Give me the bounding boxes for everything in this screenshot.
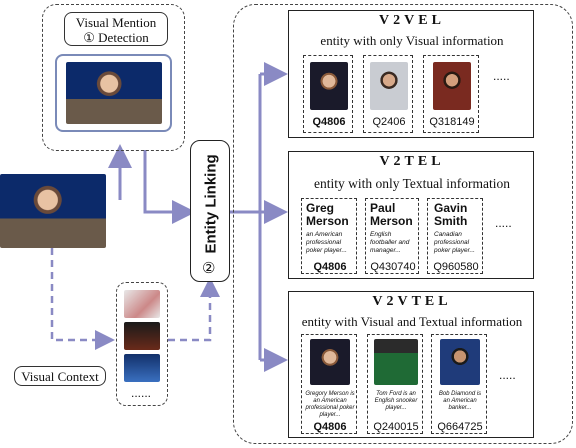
panel-v2vtel-subtitle: entity with Visual and Textual informati…: [301, 314, 523, 329]
v2vtel-card-3-image: [440, 339, 480, 385]
v2vel-card-3-id: Q318149: [429, 116, 475, 128]
v2tel-card-2-name: Paul Merson: [370, 201, 413, 228]
v2vel-card-2: Q2406: [363, 55, 413, 133]
panel-v2tel-subtitle: entity with only Textual information: [313, 176, 511, 191]
arrow-mention-to-linking: [143, 150, 196, 224]
v2vtel-dots: .....: [499, 368, 516, 382]
panel-v2vel-subtitle: entity with only Visual information: [320, 33, 504, 48]
visual-mention-line2: ① Detection: [83, 30, 149, 45]
mention-crop-image: [66, 62, 162, 124]
v2tel-dots: .....: [495, 216, 512, 230]
v2vel-card-1: Q4806: [303, 55, 353, 133]
v2vel-card-3-image: [433, 62, 471, 110]
candidates-frame: [233, 4, 573, 444]
v2vtel-card-3-id: Q664725: [437, 421, 483, 433]
v2tel-card-2-desc: English footballer and manager...: [370, 231, 410, 254]
v2vtel-card-3-desc: Bob Diamond is an American banker...: [438, 391, 482, 411]
v2vtel-card-1-id: Q4806: [313, 421, 347, 433]
visual-context-label: Visual Context: [14, 366, 106, 386]
input-image: [0, 174, 106, 248]
v2tel-card-3-id: Q960580: [433, 261, 479, 273]
context-dots: ......: [131, 386, 152, 400]
dashed-context-to-linking: [168, 277, 220, 342]
v2tel-card-3-desc: Canadian professional poker player...: [434, 231, 475, 254]
v2tel-card-1-desc: an American professional poker player...: [306, 231, 347, 254]
v2tel-card-1-id: Q4806: [313, 261, 347, 273]
visual-mention-frame: [42, 4, 185, 151]
entity-linking-step: ②: [202, 261, 216, 277]
visual-mention-label: Visual Mention ① Detection: [64, 12, 168, 46]
v2tel-card-2: Paul Merson English footballer and manag…: [365, 198, 419, 274]
v2vtel-card-2-image: [374, 339, 418, 385]
v2vtel-card-1-image: [310, 339, 350, 385]
visual-context-frame: [116, 282, 168, 406]
context-image-1: [124, 290, 160, 318]
v2vel-card-2-id: Q2406: [372, 116, 406, 128]
v2vtel-card-2-id: Q240015: [373, 421, 419, 433]
panel-v2vel-title: V2VEL: [379, 13, 445, 28]
entity-linking-box: Entity Linking ②: [190, 140, 230, 282]
v2vel-card-3: Q318149: [423, 55, 479, 133]
entity-linking-label: Entity Linking: [202, 154, 220, 254]
v2vtel-card-3: Bob Diamond is an American banker... Q66…: [431, 334, 487, 434]
panel-v2vel: V2VEL entity with only Visual informatio…: [288, 10, 534, 138]
panel-v2tel: V2TEL entity with only Textual informati…: [288, 151, 534, 279]
v2tel-card-3-name: Gavin Smith: [434, 201, 468, 228]
v2vtel-card-2: Tom Ford is an English snooker player...…: [367, 334, 423, 434]
panel-v2vtel: V2VTEL entity with Visual and Textual in…: [288, 291, 534, 438]
v2tel-card-1: Greg Merson an American professional pok…: [301, 198, 357, 274]
v2vel-card-2-image: [370, 62, 408, 110]
v2vel-dots: .....: [493, 69, 510, 83]
v2vtel-card-2-desc: Tom Ford is an English snooker player...: [374, 391, 418, 411]
v2tel-card-2-id: Q430740: [370, 261, 416, 273]
dashed-image-to-context: [50, 248, 115, 350]
v2vtel-card-1: Gregory Merson is an American profession…: [301, 334, 357, 434]
panel-v2tel-title: V2TEL: [379, 154, 445, 169]
visual-mention-line1: Visual Mention: [75, 15, 157, 30]
context-image-3: [124, 354, 160, 382]
v2vel-card-1-image: [310, 62, 348, 110]
v2vel-card-1-id: Q4806: [312, 116, 346, 128]
v2tel-card-1-name: Greg Merson: [306, 201, 349, 228]
context-image-2: [124, 322, 160, 350]
v2vtel-card-1-desc: Gregory Merson is an American profession…: [305, 391, 355, 418]
v2tel-card-3: Gavin Smith Canadian professional poker …: [427, 198, 483, 274]
panel-v2vtel-title: V2VTEL: [372, 294, 452, 309]
